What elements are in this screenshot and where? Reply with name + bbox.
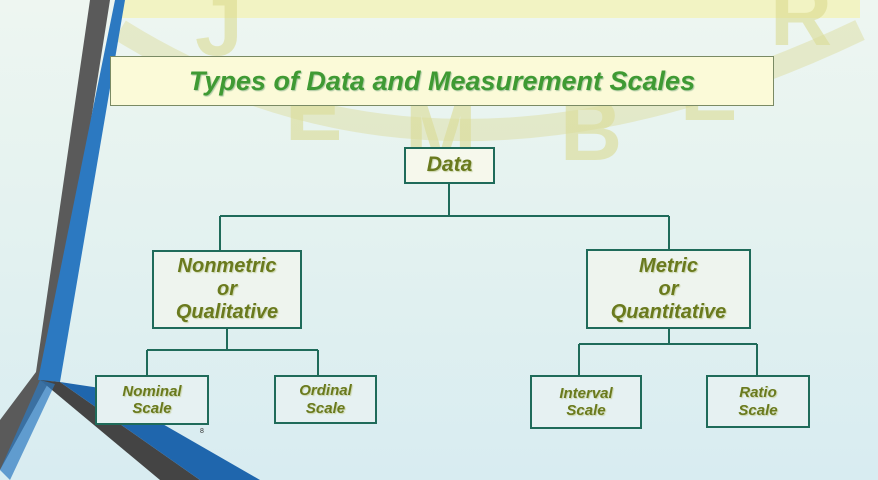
page-number: 8: [200, 428, 204, 435]
node-nominal-label: Nominal Scale: [122, 382, 182, 417]
node-ordinal-label: Ordinal Scale: [299, 382, 352, 417]
node-ordinal-scale: Ordinal Scale: [274, 375, 377, 424]
node-interval-label: Interval Scale: [559, 384, 613, 419]
node-nonmetric: Nonmetric or Qualitative: [152, 250, 302, 329]
node-interval-scale: Interval Scale: [530, 375, 642, 429]
title-box: Types of Data and Measurement Scales: [110, 56, 774, 106]
slide-title: Types of Data and Measurement Scales: [188, 65, 696, 96]
node-metric-label: Metric or Quantitative: [610, 254, 727, 323]
node-data-label: Data: [426, 153, 473, 177]
node-ratio-label: Ratio Scale: [738, 384, 778, 419]
node-data: Data: [404, 147, 495, 184]
node-nominal-scale: Nominal Scale: [95, 375, 209, 425]
node-ratio-scale: Ratio Scale: [706, 375, 810, 428]
node-nonmetric-label: Nonmetric or Qualitative: [175, 255, 279, 323]
node-metric: Metric or Quantitative: [586, 249, 751, 329]
